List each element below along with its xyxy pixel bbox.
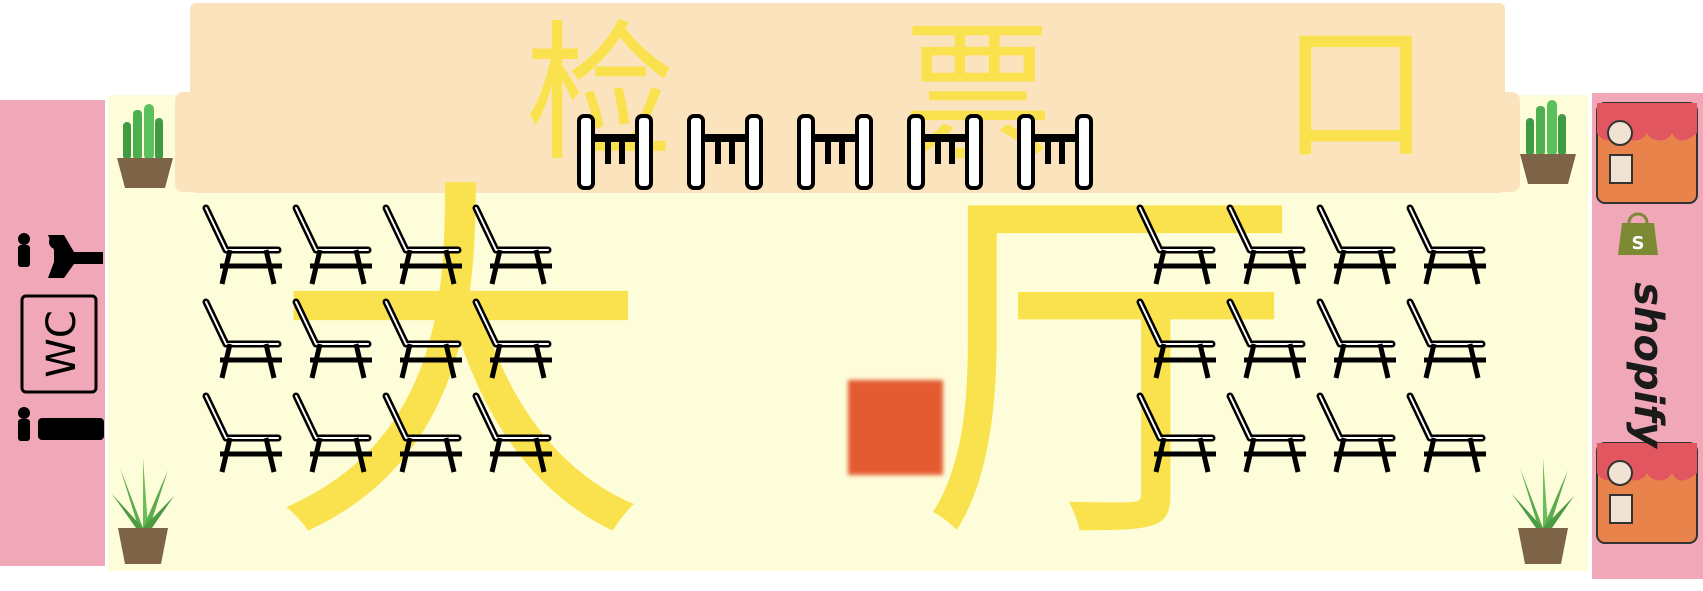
hall-label-char-2: 厅 [920,148,1300,591]
restroom-icons: WC [0,200,105,460]
shop-icons: S [1592,93,1703,579]
chair-icon [198,294,288,388]
shopify-logo: shopify [1608,270,1688,460]
chair-icon [1222,388,1312,482]
turnstile-gate-icon[interactable] [905,112,985,192]
chair-icon [1402,294,1492,388]
chair-icon [378,388,468,482]
chair-icon [468,294,558,388]
turnstile-gate-icon[interactable] [1015,112,1095,192]
chair-icon [288,294,378,388]
hall-label-char-1: 大 [270,148,650,591]
checkin-gates [575,112,1095,192]
storefront-icon [1596,102,1698,204]
turnstile-gate-icon[interactable] [575,112,655,192]
chair-icon [468,388,558,482]
chair-icon [378,200,468,294]
chair-icon [1132,294,1222,388]
chair-icon [1402,200,1492,294]
chair-icon [378,294,468,388]
wc-sign: WC [20,294,98,394]
chair-icon [468,200,558,294]
potted-plant-icon [1510,458,1576,568]
shopify-logo-text: shopify [1625,282,1671,448]
chair-icon [1312,388,1402,482]
chair-icon [1402,388,1492,482]
chair-icon [288,388,378,482]
restroom-area[interactable] [0,100,105,566]
shopping-bag-icon: S [1618,212,1658,255]
chair-icon [288,200,378,294]
chair-icon [198,200,288,294]
svg-text:S: S [1632,233,1645,254]
wc-label: WC [39,310,85,377]
female-restroom-icon [18,233,103,278]
chair-icon [1222,294,1312,388]
storefront-icon [1596,442,1698,544]
potted-plant-icon [115,100,175,190]
chair-icon [1312,200,1402,294]
male-restroom-icon [18,407,104,441]
seating-left [198,200,558,482]
seating-right [1132,200,1492,482]
turnstile-gate-icon[interactable] [685,112,765,192]
turnstile-gate-icon[interactable] [795,112,875,192]
chair-icon [1132,388,1222,482]
potted-plant-icon [110,458,176,568]
chair-icon [1222,200,1312,294]
chair-icon [198,388,288,482]
potted-plant-icon [1518,96,1578,186]
chair-icon [1312,294,1402,388]
chair-icon [1132,200,1222,294]
center-marker [848,380,943,475]
